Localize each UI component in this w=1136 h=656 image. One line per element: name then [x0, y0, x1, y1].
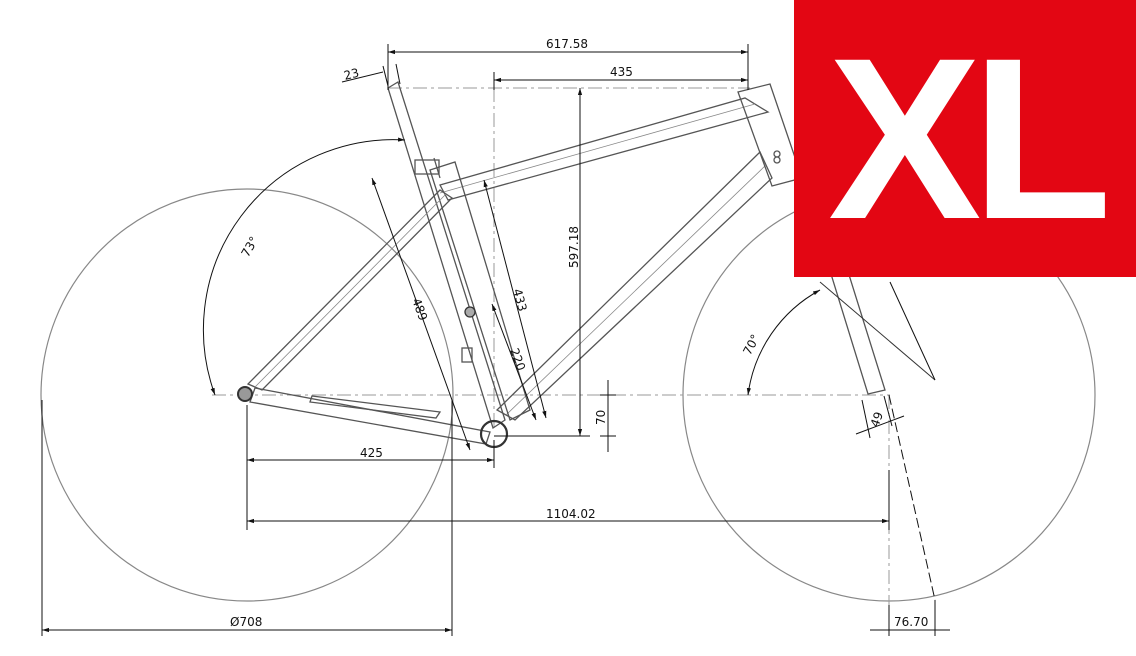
dim-seat-tube: 489	[409, 296, 430, 322]
dim-stack: 597.18	[567, 226, 581, 268]
size-badge: XL	[794, 0, 1136, 277]
dim-wheel-diameter: Ø708	[230, 615, 262, 629]
dim-fork-offset: 49	[868, 410, 886, 429]
dimension-lines	[41, 44, 950, 636]
dim-head-offset: 23	[342, 66, 360, 83]
seat-angle-label: 73°	[238, 234, 261, 259]
dim-seat-tube-lower: 220	[507, 346, 528, 372]
head-angle-arc	[746, 289, 821, 396]
dim-seat-tube-c: 433	[510, 287, 529, 313]
seat-angle-arc	[202, 137, 406, 396]
center-lines	[212, 87, 890, 605]
rear-dropout	[237, 386, 253, 402]
dim-top-tube: 435	[610, 65, 633, 79]
seat-stay	[246, 189, 454, 391]
top-tube	[439, 97, 770, 201]
size-label: XL	[828, 9, 1112, 267]
dim-wheelbase: 1104.02	[546, 507, 596, 521]
dim-trail: 76.70	[894, 615, 928, 629]
dim-chainstay: 425	[360, 446, 383, 460]
chain-stay	[249, 387, 491, 445]
dim-reach: 617.58	[546, 37, 588, 51]
seat-tube	[387, 81, 506, 430]
down-tube	[495, 150, 773, 421]
dim-bb-drop: 70	[594, 410, 608, 425]
head-angle-label: 70°	[740, 332, 762, 357]
